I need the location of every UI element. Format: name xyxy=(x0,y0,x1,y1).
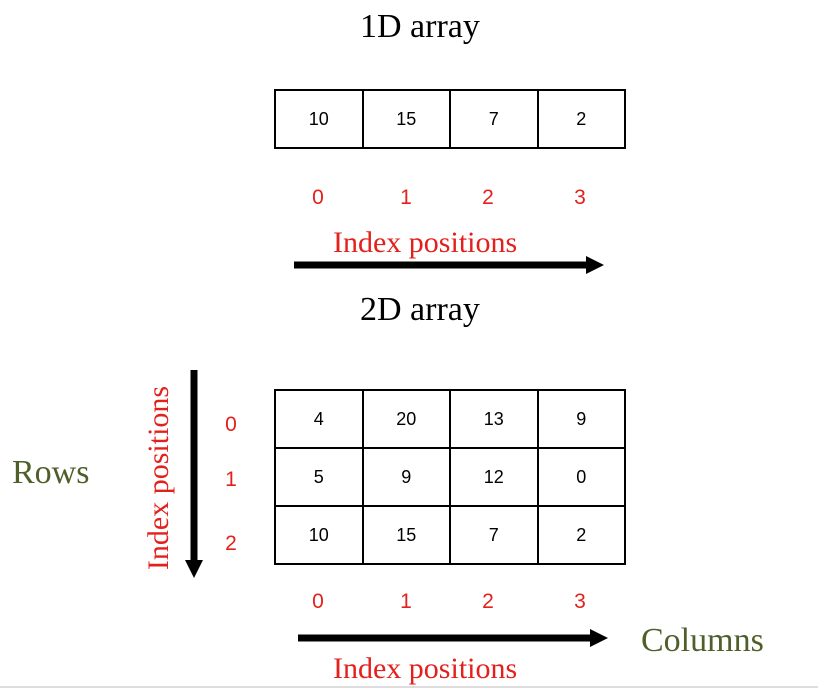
array-1d-row: 10 15 7 2 xyxy=(274,89,626,149)
index-1d: 3 xyxy=(574,186,586,209)
array-1d-cell: 15 xyxy=(361,89,451,149)
array-2d-cell: 7 xyxy=(449,505,539,565)
array-1d-cell: 2 xyxy=(536,89,626,149)
row-index-positions-label: Index positions xyxy=(142,385,175,571)
right-arrow-icon xyxy=(294,256,604,274)
array-2d: 4 20 13 9 5 9 12 0 10 15 7 2 xyxy=(274,389,626,565)
array-2d-cell: 4 xyxy=(274,389,364,449)
array-2d-cell: 2 xyxy=(536,505,626,565)
title-1d: 1D array xyxy=(360,8,480,45)
array-2d-row: 5 9 12 0 xyxy=(274,447,626,507)
index-1d: 2 xyxy=(482,186,494,209)
array-2d-row: 10 15 7 2 xyxy=(274,505,626,565)
rows-label: Rows xyxy=(12,454,90,491)
array-1d-cell: 10 xyxy=(274,89,364,149)
array-2d-cell: 15 xyxy=(361,505,451,565)
array-2d-row: 4 20 13 9 xyxy=(274,389,626,449)
array-2d-cell: 13 xyxy=(449,389,539,449)
divider xyxy=(0,686,818,688)
array-2d-cell: 9 xyxy=(361,447,451,507)
index-1d: 0 xyxy=(312,186,324,209)
array-2d-cell: 9 xyxy=(536,389,626,449)
column-index: 3 xyxy=(574,590,586,613)
row-index: 2 xyxy=(225,532,237,555)
index-positions-label-1d: Index positions xyxy=(333,226,518,259)
index-1d: 1 xyxy=(400,186,412,209)
column-index-positions-label: Index positions xyxy=(333,652,518,685)
array-2d-cell: 20 xyxy=(361,389,451,449)
columns-label: Columns xyxy=(641,622,764,659)
down-arrow-icon xyxy=(185,370,203,578)
right-arrow-icon xyxy=(298,629,608,647)
row-index: 0 xyxy=(225,413,237,436)
column-index: 1 xyxy=(400,590,412,613)
array-2d-cell: 12 xyxy=(449,447,539,507)
title-2d: 2D array xyxy=(360,291,480,328)
array-2d-cell: 5 xyxy=(274,447,364,507)
array-2d-cell: 0 xyxy=(536,447,626,507)
array-1d-cell: 7 xyxy=(449,89,539,149)
array-2d-cell: 10 xyxy=(274,505,364,565)
column-index: 0 xyxy=(312,590,324,613)
column-index: 2 xyxy=(482,590,494,613)
row-index: 1 xyxy=(225,468,237,491)
array-1d: 10 15 7 2 xyxy=(274,89,626,149)
